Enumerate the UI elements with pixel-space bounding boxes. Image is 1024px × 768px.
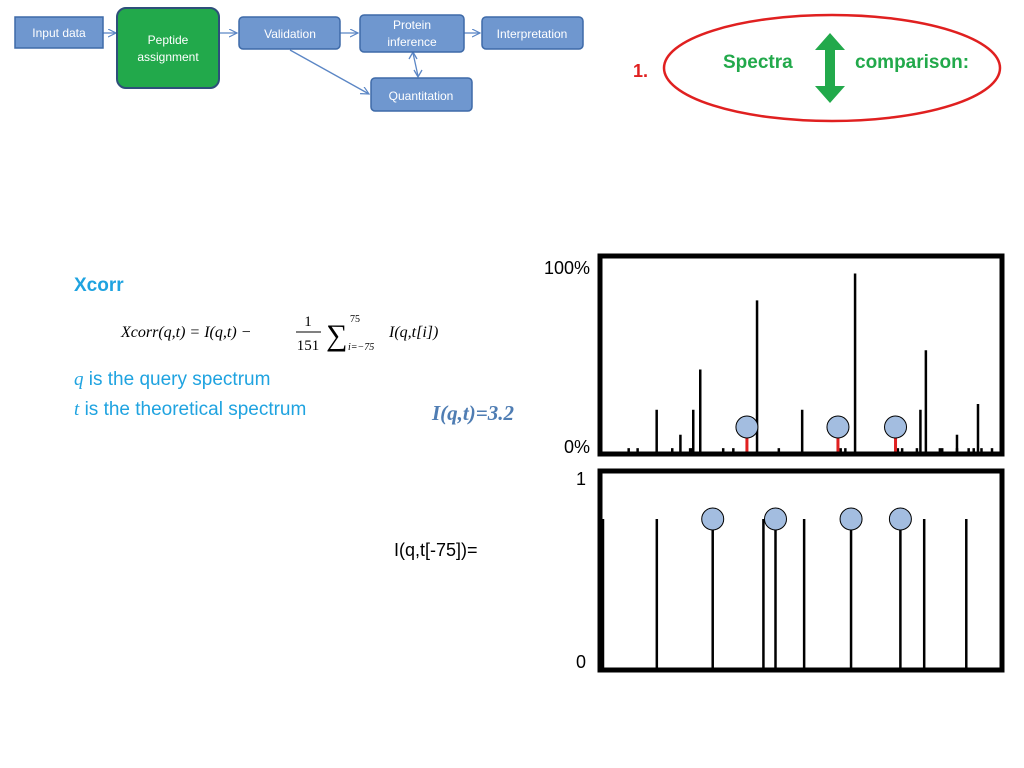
xcorr-result-label: I(q,t)=3.2 [431,401,514,425]
svg-text:Quantitation: Quantitation [389,89,454,103]
xcorr-formula: Xcorr(q,t) = I(q,t) − 1 151 ∑ 75 i=−75 I… [120,314,438,354]
xcorr-section: Xcorr Xcorr(q,t) = I(q,t) − 1 151 ∑ 75 i… [74,275,514,560]
formula-rhs: I(q,t[i]) [388,324,438,341]
theoretical-spectrum-chart: 1 0 [576,468,1005,673]
q-description: q is the query spectrum [74,369,270,390]
svg-text:Validation: Validation [264,27,316,41]
chart2-ytick-top: 1 [576,469,586,489]
step-input-data[interactable]: Input data [14,16,104,49]
connector-protein-quantitation [412,52,419,77]
t-text: is the theoretical spectrum [85,399,307,420]
summation-icon: ∑ [326,319,347,352]
chart2-match-marker [888,507,912,531]
chart1-match-marker [884,415,908,439]
t-description: t is the theoretical spectrum [74,399,306,420]
chart2-match-marker [701,507,725,531]
svg-text:inference: inference [387,35,437,49]
workflow-diagram: Input data Peptide assignment Validation… [14,7,584,112]
query-spectrum-chart: 100% 0% [544,253,1005,457]
q-variable: q [74,369,84,390]
chart1-ytick-bottom: 0% [564,437,590,457]
step-protein-inference[interactable]: Protein inference [359,14,465,53]
chart2-match-marker [839,507,863,531]
double-arrow-icon [815,33,845,103]
step-quantitation[interactable]: Quantitation [370,77,473,112]
svg-text:Protein: Protein [393,18,431,32]
step-validation[interactable]: Validation [238,16,341,50]
chart2-match-marker [764,507,787,531]
chart1-ytick-top: 100% [544,258,590,278]
chart1-match-marker [826,415,850,439]
step-interpretation[interactable]: Interpretation [481,16,584,50]
step-peptide-label-line1: Peptide [148,33,189,47]
svg-text:assignment: assignment [137,50,199,64]
t-variable: t [74,399,80,420]
callout-ellipse [662,13,1002,123]
formula-fraction-denominator: 151 [297,338,320,354]
formula-sum-upper: 75 [350,314,360,325]
formula-fraction-numerator: 1 [304,314,312,330]
step-protein-label-line1: Protein [393,18,431,32]
chart2-peaks [601,507,968,668]
spectra-comparison-callout: 1. Spectra comparison: [633,13,1002,123]
chart2-ytick-bottom: 0 [576,652,586,672]
xcorr-heading: Xcorr [74,275,124,296]
connector-validation-to-quantitation [289,49,369,94]
connector-arrowhead-down [413,69,423,79]
svg-text:Input data: Input data [32,26,86,40]
formula-lhs: Xcorr(q,t) = I(q,t) − [120,324,251,341]
step-peptide-label-line2: assignment [137,50,199,64]
step-input-data-label: Input data [32,26,86,40]
chart2-frame [597,468,1005,673]
chart1-peaks [627,273,994,452]
chart1-match-marker [735,415,759,439]
step-interpretation-label: Interpretation [497,27,568,41]
callout-right-word: comparison: [855,52,969,73]
callout-left-word: Spectra [723,52,793,73]
svg-text:Peptide: Peptide [148,33,189,47]
step-protein-label-line2: inference [387,35,437,49]
q-text: is the query spectrum [89,369,271,390]
step-quantitation-label: Quantitation [389,89,454,103]
callout-number: 1. [633,61,648,81]
shift-label: I(q,t[-75])= [394,540,478,560]
step-validation-label: Validation [264,27,316,41]
step-peptide-assignment[interactable]: Peptide assignment [116,7,220,89]
formula-sum-lower: i=−75 [348,342,374,353]
svg-text:Interpretation: Interpretation [497,27,568,41]
chart1-frame [597,253,1005,457]
